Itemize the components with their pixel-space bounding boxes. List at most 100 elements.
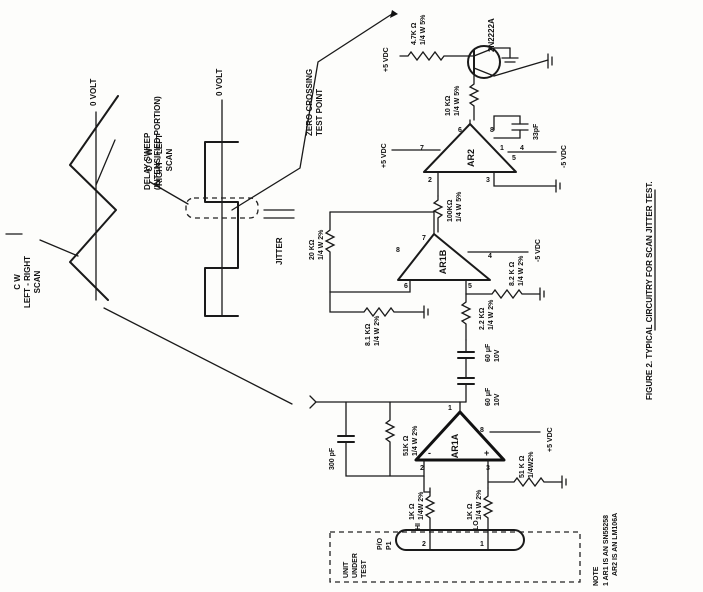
zero-crossing-label: ZERO CROSSING (305, 69, 314, 136)
ar1b-neg-supply: -5 VDC (535, 239, 542, 262)
connector-po: P/O (377, 537, 384, 550)
capacitor-a-voltage: 10V (494, 349, 501, 362)
resistor-4k7-rating: 1/4 W 5% (420, 14, 427, 45)
zero-crossing-leader (231, 13, 393, 211)
ar1a-label: AR1A (450, 433, 460, 458)
resistor-8k1 (329, 291, 425, 318)
resistor-8k2-rating: 1/4 W 2% (518, 255, 525, 286)
uut-boundary (329, 531, 581, 583)
ar2-pin: 1 (500, 145, 504, 152)
resistor-2k2-rating: 1/4 W 2% (488, 299, 495, 330)
delay-sweep-label: DELAY SWEEP (143, 132, 152, 190)
resistor-1k-lo (482, 487, 494, 531)
cw-scan: SCAN (33, 270, 42, 293)
triangle-sweep (69, 95, 119, 301)
ar2-pos-supply: +5 VDC (381, 143, 388, 168)
resistor-8k2 (465, 288, 541, 300)
uut-label-2: UNDER (352, 553, 359, 578)
figure-caption: FIGURE 2. TYPICAL CIRCUITRY FOR SCAN JIT… (645, 181, 656, 400)
resistor-1k-lo-rating: 1/4 W 2% (476, 489, 483, 520)
plus-sign: + (484, 448, 489, 458)
feedback-wire (329, 211, 435, 235)
ccw-pointer (95, 139, 116, 186)
resistor-51k-fb-value: 51K Ω (403, 435, 410, 456)
note-block: NOTE 1 AR1 IS AN SN55258 AR2 IS AN LM106… (593, 513, 619, 586)
minus-sign: - (428, 448, 431, 458)
wire (493, 171, 557, 187)
capacitor-300pf-label: 300 pF (329, 447, 336, 470)
unit-under-test: 2 1 HI LO UNIT UNDER TEST P/O P1 (329, 520, 581, 583)
ccw-direction: RIGHT - LEFT (155, 134, 164, 186)
uut-label: UNIT (343, 561, 350, 578)
capacitor-b-voltage: 10V (494, 393, 501, 406)
scan-waveform: 0 VOLT C C W RIGHT - LEFT SCAN C W LEFT … (5, 78, 174, 308)
connector-p1 (395, 529, 525, 551)
ar1b-pin: 5 (468, 283, 472, 290)
jitter-label: JITTER (275, 237, 284, 265)
ar2-pin: 2 (428, 177, 432, 184)
resistor-1k-hi-value: 1K Ω (409, 503, 416, 520)
ccw-label: C C W (145, 148, 154, 172)
ar2-pin: 8 (490, 127, 494, 134)
capacitor-33pf-label: 33pF (533, 123, 540, 140)
ar1a-pin: 8 (480, 427, 484, 434)
ar2-pin: 7 (420, 145, 424, 152)
resistor-51k-fb-rating: 1/4 W 2% (412, 425, 419, 456)
ar1b-triangle (397, 233, 491, 281)
resistor-100k (432, 195, 444, 233)
wire (423, 475, 431, 493)
connector-pin-hi: 2 (422, 541, 426, 548)
transistor-label: 2N2222A (487, 18, 496, 52)
ar1b-label: AR1B (438, 249, 448, 274)
resistor-100k-value: 100KΩ (447, 199, 454, 222)
ar2-label: AR2 (466, 149, 476, 167)
resistor-10k (468, 73, 480, 121)
output-terminal-icon (309, 395, 317, 409)
ar2-pin: 6 (458, 127, 462, 134)
connector-pin-lo: 1 (480, 541, 484, 548)
ar1b-pin: 4 (488, 253, 492, 260)
coupling-capacitors: 60 μF 10V 60 μF 10V (457, 339, 501, 406)
capacitor-b-value: 60 μF (485, 387, 492, 406)
resistor-2k2-value: 2.2 KΩ (479, 307, 486, 330)
arrowhead (390, 10, 398, 18)
uut-label-3: TEST (361, 559, 368, 578)
scope-lead (103, 307, 293, 405)
note-line-2: AR2 IS AN LM106A (612, 513, 619, 576)
emitter-lead (473, 67, 495, 77)
square-waveform: 0 VOLT DELAY SWEEP (INTENSIFIED PORTION)… (103, 10, 398, 405)
ar1b-pin: 8 (396, 247, 400, 254)
square-wave (204, 141, 239, 317)
connector-ref: P1 (386, 541, 393, 550)
resistor-20k (324, 211, 336, 293)
resistor-100k-rating: 1/4 W 5% (456, 191, 463, 222)
ar1a-pin: 2 (420, 465, 424, 472)
resistor-20k-rating: 1/4 W 2% (318, 229, 325, 260)
wire (493, 59, 549, 77)
lo-label: LO (473, 520, 480, 530)
resistor-4k7 (399, 50, 475, 62)
ar2-neg-supply: -5 VDC (561, 145, 568, 168)
transistor-2n2222a (467, 45, 501, 79)
cw-pointer (39, 239, 79, 257)
delay-sweep-sub: (INTENSIFIED PORTION) (153, 96, 162, 190)
resistor-1k-lo-value: 1K Ω (467, 503, 474, 520)
amp-ar2: AR2 6 8 1 5 2 3 7 4 +5 VDC -5 VDC 33pF (381, 115, 568, 197)
ar1a-pin: 1 (448, 405, 452, 412)
resistor-8k1-rating: 1/4 W 2% (374, 315, 381, 346)
ar2-pin: 3 (486, 177, 490, 184)
cw-direction: LEFT - RIGHT (23, 256, 32, 308)
ar1b-pin: 6 (404, 283, 408, 290)
amp-ar1b: AR1B 7 4 6 5 8 20 KΩ 1/4 W 2% 8.1 KΩ 1/4… (309, 211, 545, 346)
zero-volt-label-right: 0 VOLT (215, 68, 224, 96)
zero-volt-label-left: 0 VOLT (89, 78, 98, 106)
wire (493, 115, 521, 131)
resistor-1k-hi-rating: 1/4W 2% (418, 491, 425, 520)
resistor-8k2-value: 8.2 K Ω (509, 261, 516, 286)
wire (493, 129, 521, 139)
amp-ar1a: AR1A 1 8 2 3 - + 300 pF 51K Ω 1/4 W 2% +… (309, 395, 567, 531)
ar1a-pos-supply: +5 VDC (547, 427, 554, 452)
resistor-2k2 (460, 293, 472, 341)
